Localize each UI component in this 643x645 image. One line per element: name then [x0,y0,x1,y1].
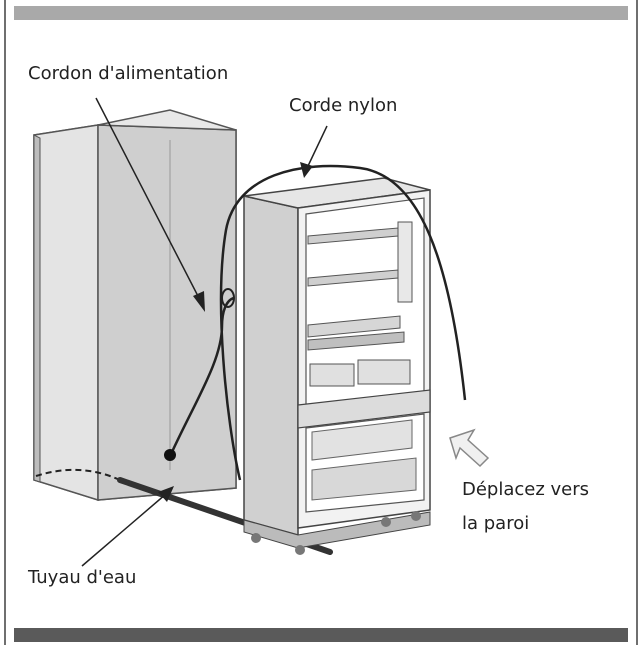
power-cord-label: Cordon d'alimentation [28,63,229,84]
nylon-rope [219,164,467,481]
leader-power-cord [95,97,205,312]
cabinet-enclosure [33,109,237,502]
move-to-wall-label-line2: la paroi [462,513,530,534]
top-bar [14,6,628,20]
figure-frame [4,0,638,645]
move-to-wall-label-line1: Déplacez vers [462,479,590,500]
water-pipe-label: Tuyau d'eau [28,567,137,588]
leader-water-pipe [81,486,174,567]
bottom-bar [14,628,628,642]
nylon-rope-label: Corde nylon [289,95,398,116]
leader-nylon-rope [300,125,328,178]
move-direction-arrow-icon [449,428,490,468]
refrigerator [243,177,431,555]
